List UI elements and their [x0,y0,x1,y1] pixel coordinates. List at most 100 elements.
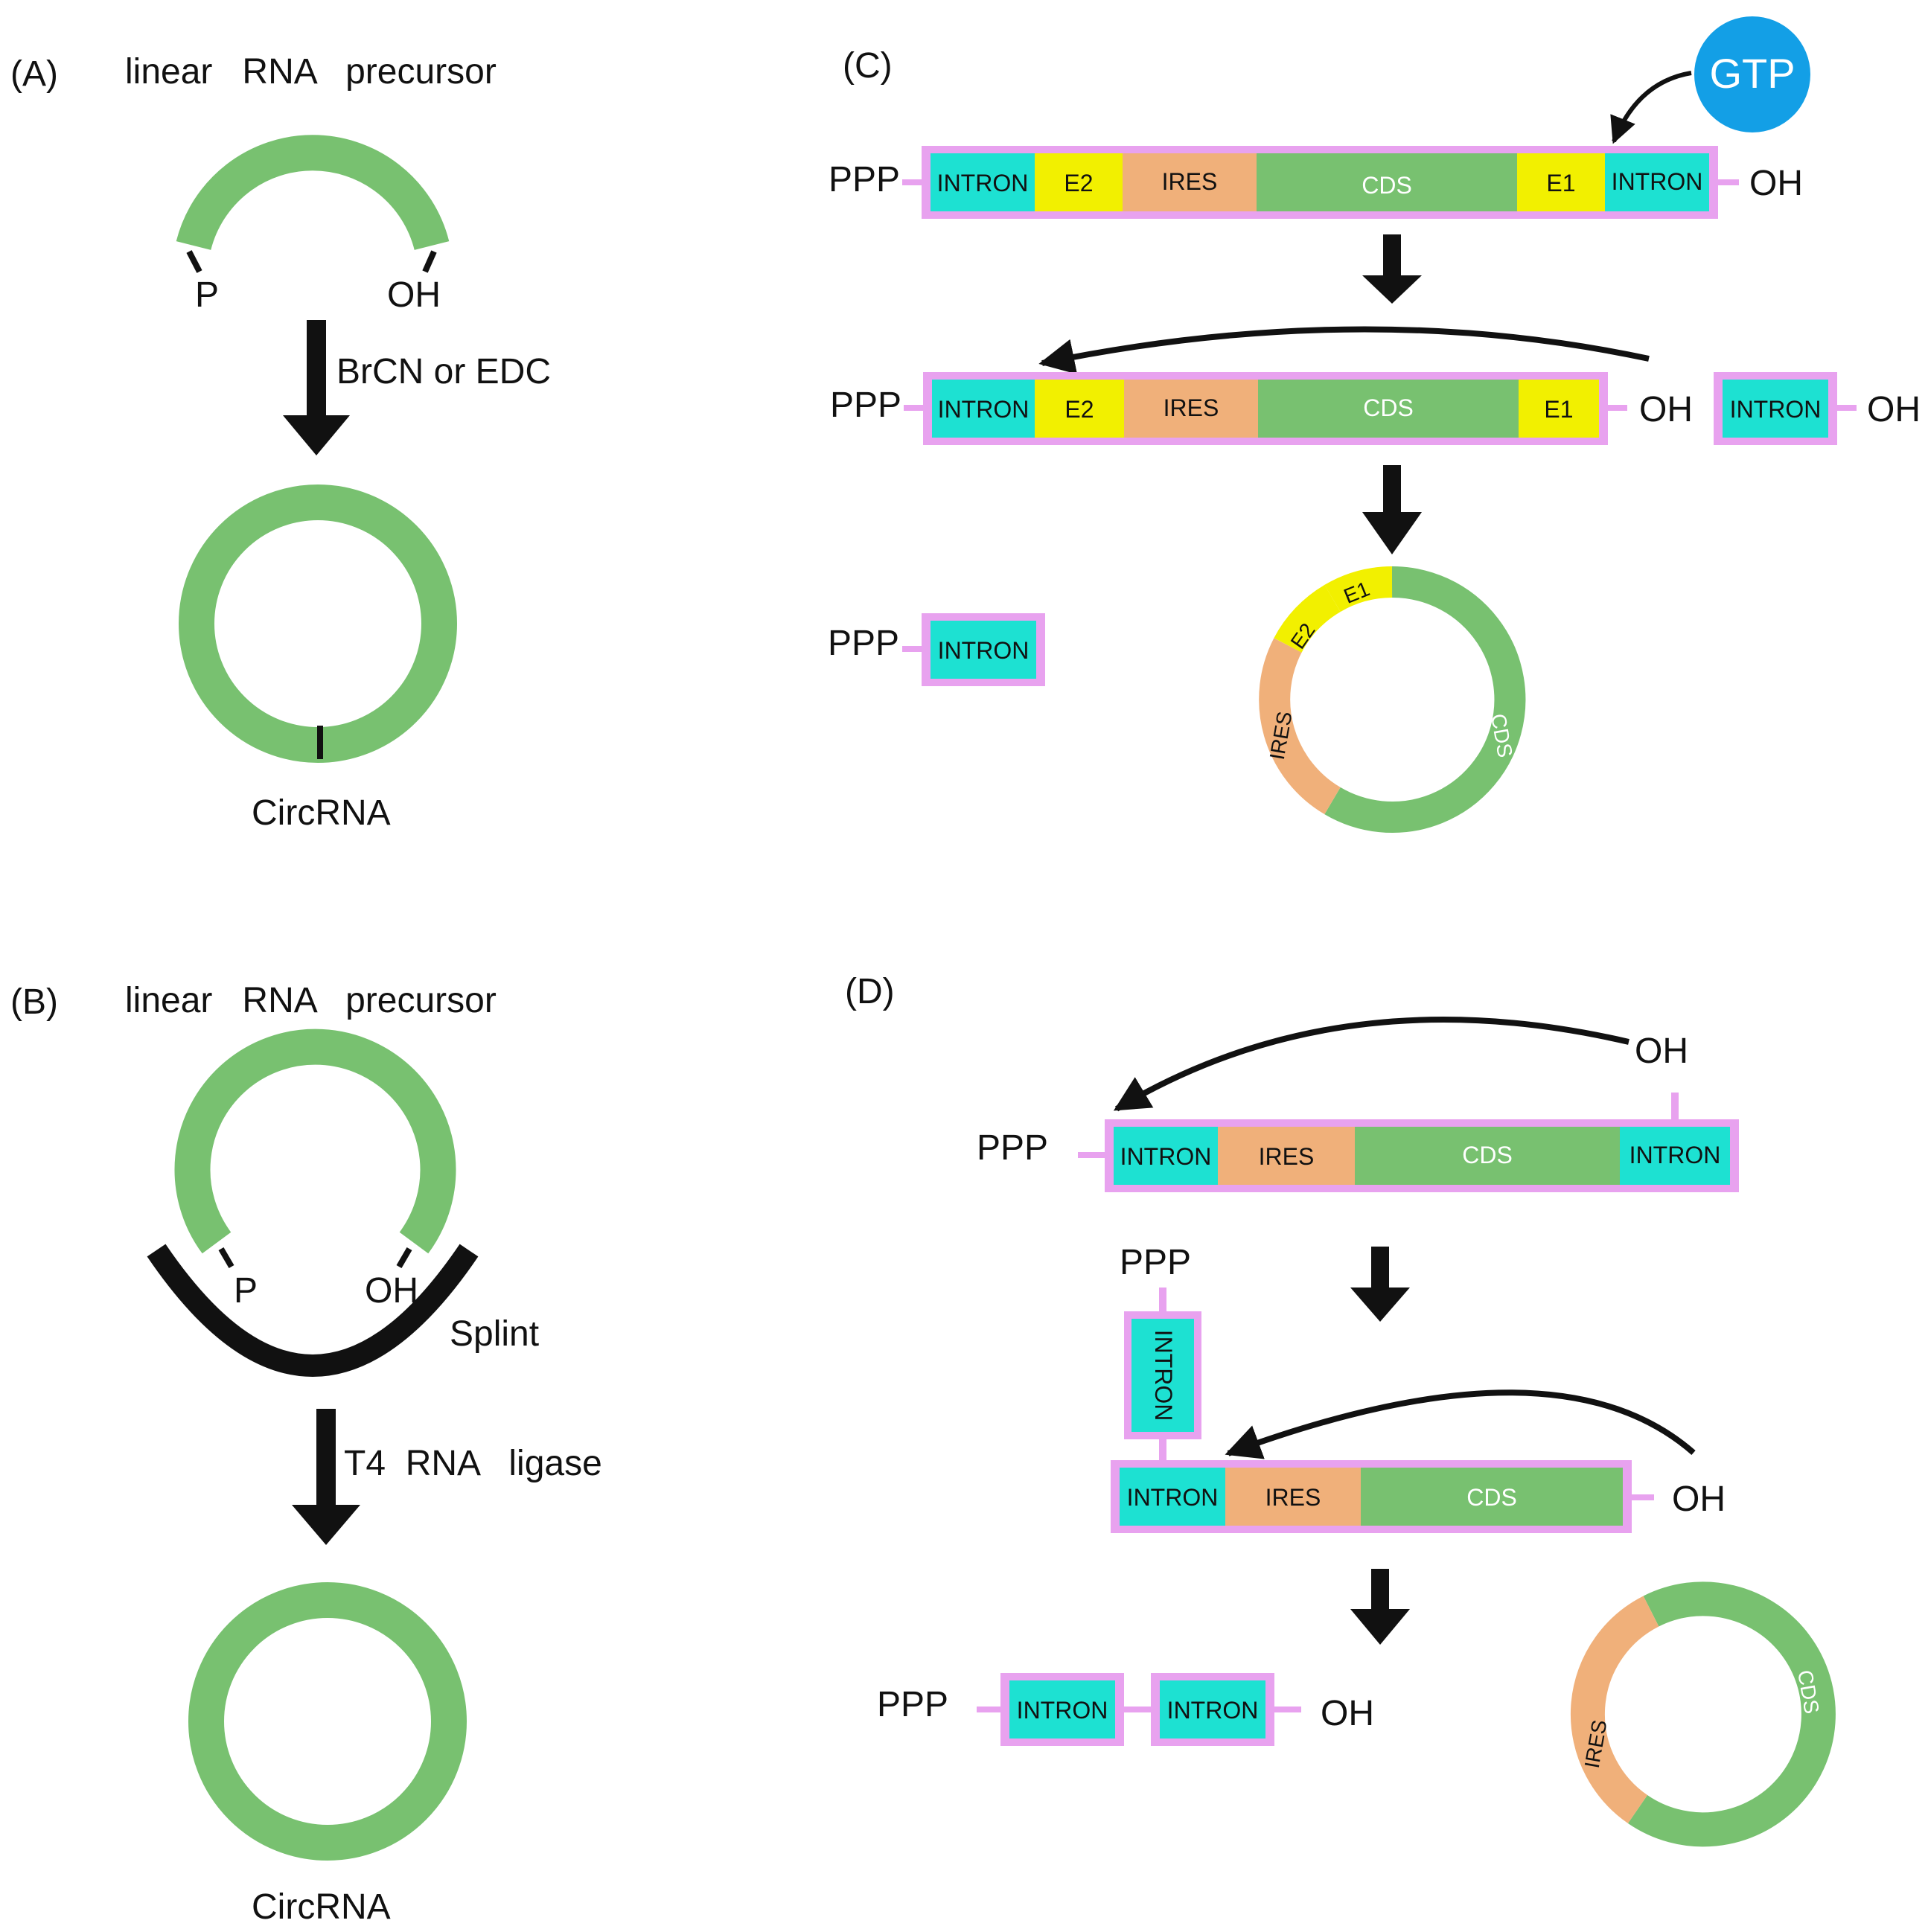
released-intron-c2 [931,621,1036,679]
ring-d-cds [1627,1581,1836,1847]
seg-d1-ires-label: IRES [1259,1143,1315,1170]
down-arrow-head-c1 [1362,275,1422,304]
seg-c2-e1 [1519,380,1599,438]
seg-c2-ires-label: IRES [1163,394,1219,421]
seg-c2-cds [1258,380,1519,438]
reagent-label: BrCN or EDC [336,352,551,391]
ppp-label-d1: PPP [977,1128,1048,1168]
seg-c2-e2-label: E2 [1064,396,1094,423]
linear-rna-loop [174,1029,456,1254]
attack-arrow-d2 [1225,1389,1696,1459]
seg-d2-cds-label: CDS [1466,1484,1517,1511]
seg-c1-cds-label: CDS [1362,172,1412,199]
released-intron-d-label: INTRON [1150,1330,1177,1421]
splint-strand [147,1244,479,1377]
seg-c2-intron [932,380,1035,438]
circ-rna-b [188,1582,467,1861]
linear-rna-arc [176,135,450,251]
oh-end-label-b: OH [365,1271,418,1311]
seg-c2-e2 [1035,380,1124,438]
ppp-label-d3: PPP [877,1685,948,1724]
down-arrow-d2 [1371,1569,1389,1615]
down-arrow-shaft-b [316,1409,336,1520]
circ-rna-label-b: CircRNA [252,1887,391,1927]
panel-d: (D) OH PPP INTRON IRES CDS INTRON PPP IN… [845,972,1836,1847]
splint-label: Splint [450,1314,539,1354]
gtp-circle [1694,16,1810,132]
panel-c: (C) GTP PPP INTRON E2 IRES CDS E1 INTRON… [828,16,1921,833]
oh-label-c1: OH [1749,164,1803,203]
panel-a-tag: (A) [10,54,58,94]
seg-c1-e1-label: E1 [1546,170,1575,196]
seg-c2-cds-label: CDS [1363,394,1414,421]
seg-d1-ires [1218,1127,1355,1185]
released-intron-d1-label: INTRON [1017,1697,1108,1724]
released-intron-c-label: INTRON [1730,396,1822,423]
seg-c2-e1-label: E1 [1544,396,1573,423]
released-intron-d2-label: INTRON [1167,1697,1259,1724]
seg-d1-intron-5-label: INTRON [1120,1143,1212,1170]
circ-rna-a [179,484,457,763]
oh-label-c3: OH [1867,390,1921,429]
panel-b-tag: (B) [10,982,58,1022]
seg-c1-intron-5 [931,153,1035,211]
ring-d-ires [1570,1596,1659,1823]
released-intron-c2-label: INTRON [938,637,1030,664]
seg-d1-cds [1355,1127,1620,1185]
attack-arrow-d1 [1113,1017,1629,1112]
ring-c-cds [1324,566,1526,833]
down-arrow-head [283,415,350,455]
seg-c1-e1 [1517,153,1605,211]
enzyme-label: T4 RNA ligase [344,1444,602,1483]
released-intron-d1 [1009,1680,1115,1739]
released-intron-d [1131,1319,1194,1432]
seg-c1-ires-label: IRES [1162,168,1218,195]
seg-c1-intron-5-label: INTRON [937,170,1029,196]
seg-d1-intron-3 [1620,1127,1730,1185]
released-intron-d2 [1160,1680,1265,1739]
down-arrow-c2 [1383,465,1401,517]
p-end-label: P [195,275,219,315]
oh-end-tick-b [396,1247,412,1269]
ppp-label-d2: PPP [1120,1243,1191,1282]
down-arrow-shaft [307,320,326,432]
panel-c-tag: (C) [843,46,893,86]
seg-d2-ires [1225,1468,1361,1526]
panel-a: (A) linear RNA precursor P OH BrCN or ED… [10,52,551,833]
circ-rna-label-a: CircRNA [252,793,391,833]
seg-d1-intron-3-label: INTRON [1629,1142,1721,1168]
ring-c-e1 [1324,566,1393,612]
down-arrow-head-d1 [1350,1288,1410,1322]
seg-c1-cds [1257,153,1517,211]
down-arrow-head-d2 [1350,1609,1410,1645]
oh-end-tick [422,250,437,273]
gtp-label: GTP [1709,50,1795,97]
released-intron-c [1723,380,1828,438]
seg-c2-ires [1124,380,1258,438]
ppp-label-c1: PPP [829,160,900,199]
ligation-arrow-c [1038,326,1650,374]
seg-d2-intron [1120,1468,1225,1526]
seg-c1-intron-3-label: INTRON [1612,168,1703,195]
oh-label-d3: OH [1321,1694,1374,1733]
down-arrow-c1 [1383,234,1401,281]
seg-d1-intron-5 [1114,1127,1218,1185]
seg-d2-intron-label: INTRON [1127,1484,1219,1511]
panel-a-title: linear RNA precursor [125,52,497,92]
panel-b: (B) linear RNA precursor P OH Splint T4 … [10,981,602,1927]
seg-d2-cds [1361,1468,1623,1526]
down-arrow-d1 [1371,1247,1389,1293]
seg-c1-e2-label: E2 [1064,170,1093,196]
seg-c2-intron-label: INTRON [938,396,1030,423]
down-arrow-head-c2 [1362,512,1422,554]
p-end-label-b: P [234,1271,258,1311]
ring-c-ires [1259,638,1341,815]
oh-label-c2: OH [1639,390,1693,429]
p-end-tick-b [218,1247,234,1269]
ppp-label-c2: PPP [830,386,901,425]
gtp-attack-arrow [1610,71,1692,144]
oh-label-d1: OH [1635,1031,1688,1071]
seg-c1-e2 [1035,153,1123,211]
seg-c1-ires [1123,153,1257,211]
ppp-label-c3: PPP [828,624,899,663]
